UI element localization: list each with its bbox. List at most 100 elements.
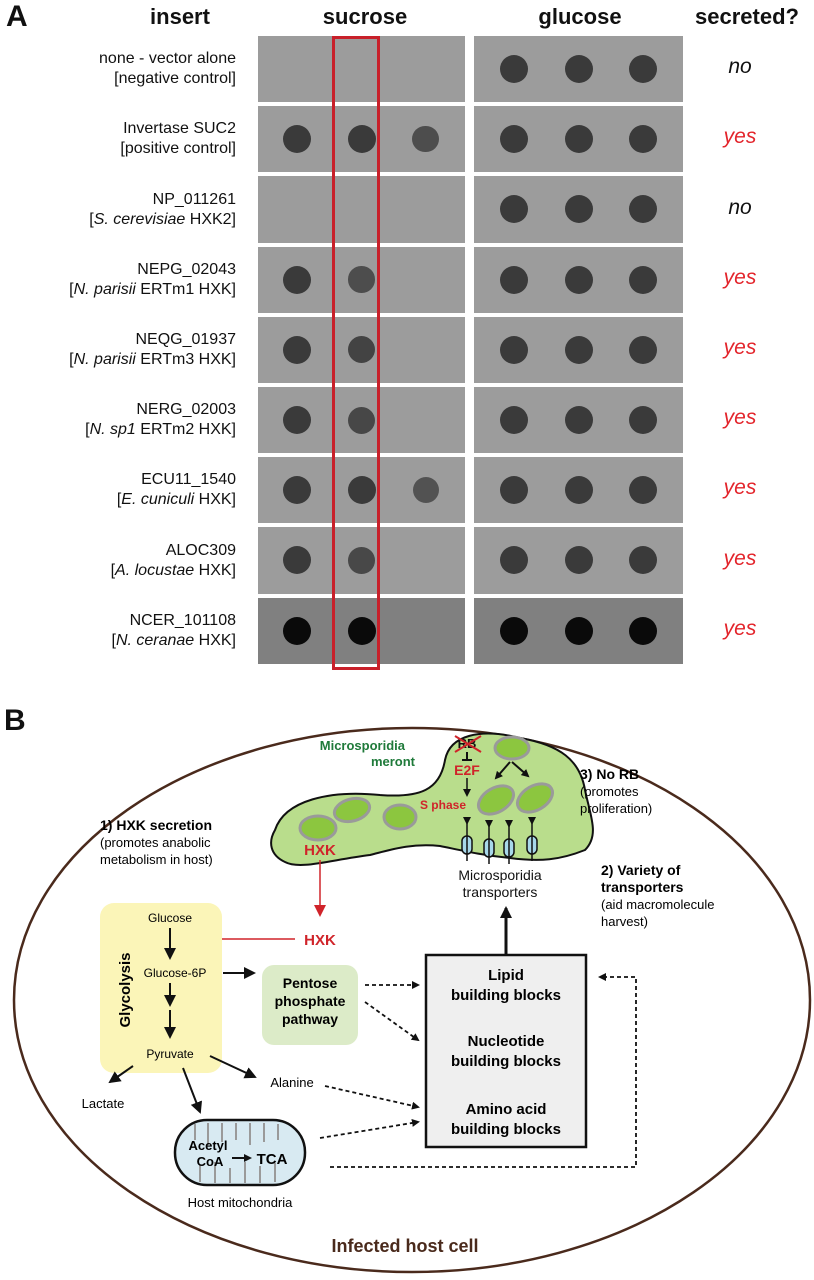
insert-id: NEPG_02043	[137, 260, 236, 278]
panel-a-letter: A	[6, 0, 28, 33]
nucleus	[382, 803, 418, 831]
pathway-diagram: Microsporidia meront RB E2F S phase Micr…	[12, 726, 812, 1274]
cell-label: Infected host cell	[331, 1236, 478, 1256]
glycolysis-label: Glycolysis	[117, 952, 134, 1027]
nucleus	[493, 735, 531, 761]
secreted-value: yes	[723, 125, 757, 149]
glucose-plate	[474, 527, 683, 594]
bb-label: Nucleotide	[468, 1033, 545, 1050]
insert-label: ECU11_1540 [E. cuniculi HXK]	[0, 470, 236, 510]
yeast-spot	[499, 265, 528, 294]
host-mitochondria: Acetyl CoA TCA	[173, 1118, 307, 1187]
bb-label: Amino acid	[466, 1101, 547, 1118]
insert-desc: [S. cerevisiae HXK2]	[89, 210, 236, 228]
yeast-spot	[499, 195, 528, 224]
header-sucrose: sucrose	[322, 4, 408, 29]
bb-label: building blocks	[451, 1053, 561, 1070]
insert-label: NP_011261[S. cerevisiae HXK2]	[0, 190, 236, 230]
insert-label: none - vector alone [negative control]	[0, 49, 236, 89]
nucleus	[332, 796, 372, 824]
note3-title: 3) No RB	[580, 766, 639, 782]
mito-label: Host mitochondria	[188, 1195, 294, 1210]
sucrose-plate	[258, 246, 465, 313]
insert-desc: [N. parisii ERTm3 HXK]	[69, 350, 236, 368]
hxk-meront: HXK	[304, 842, 336, 859]
lactate-label: Lactate	[82, 1096, 125, 1111]
yeast-spot	[564, 406, 593, 435]
yeast-spot	[283, 616, 312, 645]
yeast-spot	[412, 477, 439, 504]
sucrose-plate	[258, 527, 465, 594]
yeast-spot	[499, 476, 528, 505]
header-glucose: glucose	[538, 4, 622, 29]
acetyl-coa-label: CoA	[197, 1154, 224, 1169]
secreted-value: yes	[723, 406, 757, 430]
sucrose-plate	[258, 36, 465, 103]
yeast-spot	[564, 195, 593, 224]
insert-desc: [N. ceranae HXK]	[111, 631, 236, 649]
glucose-plate	[474, 387, 683, 454]
sucrose-plate	[258, 387, 465, 454]
yeast-spot	[283, 125, 312, 154]
yeast-spot	[499, 125, 528, 154]
insert-id: NCER_101108	[129, 611, 236, 629]
meront-label: meront	[371, 754, 416, 769]
yeast-spot	[499, 406, 528, 435]
hxk-host: HXK	[304, 932, 336, 949]
ppp-box	[262, 965, 358, 1045]
ppp-label: phosphate	[275, 993, 346, 1009]
yeast-spot	[283, 335, 312, 364]
yeast-spot	[564, 335, 593, 364]
header-secreted: secreted?	[695, 4, 799, 29]
nucleus	[515, 782, 555, 814]
yeast-spot	[629, 125, 658, 154]
glucose-plate	[474, 316, 683, 383]
insert-desc: [E. cuniculi HXK]	[116, 491, 236, 509]
insert-desc: [negative control]	[114, 70, 236, 88]
meront-body	[270, 732, 594, 866]
note2-line: (aid macromolecule	[601, 897, 714, 912]
pyruvate-label: Pyruvate	[146, 1047, 194, 1061]
ppp-label: Pentose	[283, 975, 338, 991]
yeast-spot	[564, 546, 593, 575]
yeast-spot	[564, 55, 593, 84]
yeast-spot	[348, 406, 375, 434]
bb-label: Lipid	[488, 967, 524, 984]
yeast-spot	[283, 265, 312, 294]
secreted-value: yes	[723, 546, 757, 570]
alanine-label: Alanine	[270, 1075, 313, 1090]
sucrose-plate	[258, 106, 465, 173]
insert-desc: [N. parisii ERTm1 HXK]	[69, 280, 236, 298]
yeast-spot	[347, 616, 376, 645]
note3-line: proliferation)	[580, 801, 652, 816]
note1-title: 1) HXK secretion	[100, 817, 212, 833]
yeast-spot	[347, 476, 376, 505]
insert-desc: [N. sp1 ERTm2 HXK]	[85, 421, 236, 439]
s-phase-label: S phase	[420, 798, 466, 812]
yeast-spot	[564, 125, 593, 154]
header-insert: insert	[150, 4, 210, 29]
secreted-value: yes	[723, 335, 757, 359]
glucose-plate	[474, 597, 683, 664]
yeast-spot	[283, 406, 312, 435]
insert-id: none - vector alone	[99, 50, 236, 68]
insert-id: ALOC309	[165, 541, 236, 559]
yeast-spot	[499, 55, 528, 84]
yeast-spot	[499, 616, 528, 645]
yeast-spot	[348, 266, 375, 293]
note2-line: harvest)	[601, 914, 648, 929]
yeast-spot	[629, 265, 658, 294]
yeast-spot	[629, 546, 658, 575]
insert-id: NEQG_01937	[135, 330, 236, 348]
tca-label: TCA	[257, 1151, 288, 1168]
glucose-plate	[474, 246, 683, 313]
note1-line: (promotes anabolic	[100, 835, 211, 850]
glucose-label: Glucose	[148, 911, 192, 925]
yeast-spot	[347, 125, 376, 154]
nucleus	[476, 784, 516, 816]
insert-label: NEQG_01937 [N. parisii ERTm3 HXK]	[0, 330, 236, 370]
insert-id: ECU11_1540	[141, 471, 236, 489]
transporters	[461, 817, 538, 864]
transporters-label: transporters	[463, 884, 538, 900]
highlight-box	[332, 36, 380, 670]
